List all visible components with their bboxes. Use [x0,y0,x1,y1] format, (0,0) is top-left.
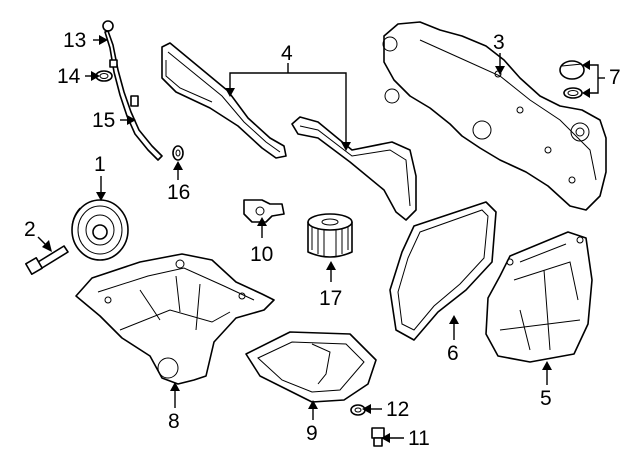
callout-15: 15 [92,109,115,132]
drive-belt-part[interactable] [161,42,417,221]
callout-17: 17 [319,287,342,310]
callout-8: 8 [168,410,180,433]
callout-labels: 1 2 3 4 5 6 7 8 9 10 11 12 13 14 15 16 1… [24,29,621,450]
callout-10: 10 [250,243,273,266]
callout-13: 13 [63,29,86,52]
callout-7: 7 [609,66,621,89]
timing-cover-part[interactable] [382,21,607,211]
callout-2: 2 [24,218,36,241]
oil-dipstick-part[interactable] [102,20,163,161]
oil-pan-gasket-part[interactable] [389,201,497,341]
callout-6: 6 [447,342,459,365]
lower-oil-pan-part[interactable] [245,331,377,403]
callout-3: 3 [493,31,505,54]
drain-plug-part[interactable] [371,427,385,447]
crankshaft-pulley-part[interactable] [71,199,129,261]
callout-9: 9 [306,422,318,445]
callout-12: 12 [386,398,409,421]
leader-lines [37,35,605,443]
pulley-bolt-part[interactable] [25,245,69,275]
tube-seal-part[interactable] [172,145,184,161]
cam-cover-part[interactable] [485,231,593,363]
oil-filler-cap-part[interactable] [559,60,585,99]
callout-1: 1 [94,153,106,176]
upper-oil-pan-part[interactable] [75,253,275,385]
callout-14: 14 [57,65,81,88]
pcv-fitting-part[interactable] [243,199,285,223]
callout-16: 16 [167,181,190,204]
drain-plug-gasket-part[interactable] [350,404,366,416]
oil-filter-part[interactable] [307,213,353,258]
callout-5: 5 [540,387,552,410]
callout-4: 4 [281,42,293,65]
callout-11: 11 [408,427,430,450]
